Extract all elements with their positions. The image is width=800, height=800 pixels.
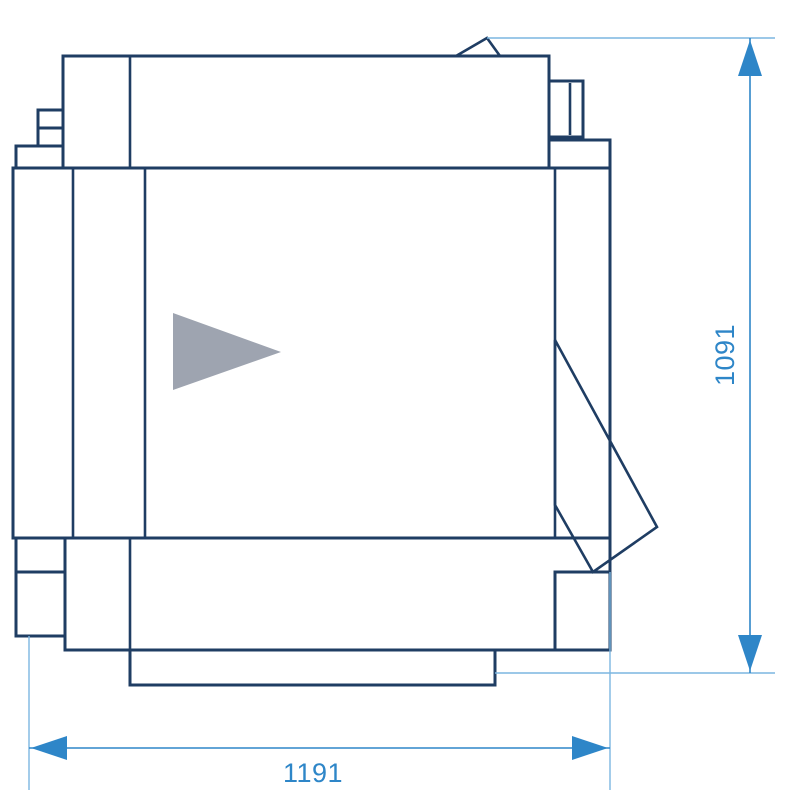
- machine-body-group: [11, 36, 659, 687]
- right-upper-tab-outer: [547, 79, 585, 139]
- right-shoulder-block: [547, 138, 612, 170]
- base-pedestal-plate: [128, 648, 497, 687]
- left-step-lower-block: [14, 144, 65, 170]
- left-step-mid-block: [36, 126, 65, 148]
- diagonal-access-flap: [553, 339, 659, 574]
- width-arrow-left-icon: [31, 736, 67, 760]
- width-dimension-label: 1191: [283, 758, 343, 788]
- width-arrow-right-icon: [572, 736, 608, 760]
- height-dimension-label: 1091: [710, 324, 740, 386]
- main-body-outline: [11, 166, 612, 540]
- lower-right-foot-block: [553, 570, 612, 652]
- height-arrow-top-icon: [738, 40, 762, 76]
- height-arrow-bottom-icon: [738, 635, 762, 671]
- left-step-upper-nub: [36, 108, 65, 130]
- top-peak-detail: [455, 36, 502, 58]
- lower-left-foot-upper: [14, 536, 67, 574]
- height-dimension-group: 1091: [487, 37, 775, 674]
- lower-left-foot-lower: [14, 570, 67, 638]
- direction-triangle-right-icon: [173, 313, 281, 390]
- width-dimension-group: 1191: [28, 572, 611, 790]
- lower-main-block: [63, 536, 612, 652]
- upper-housing-outline: [61, 54, 551, 170]
